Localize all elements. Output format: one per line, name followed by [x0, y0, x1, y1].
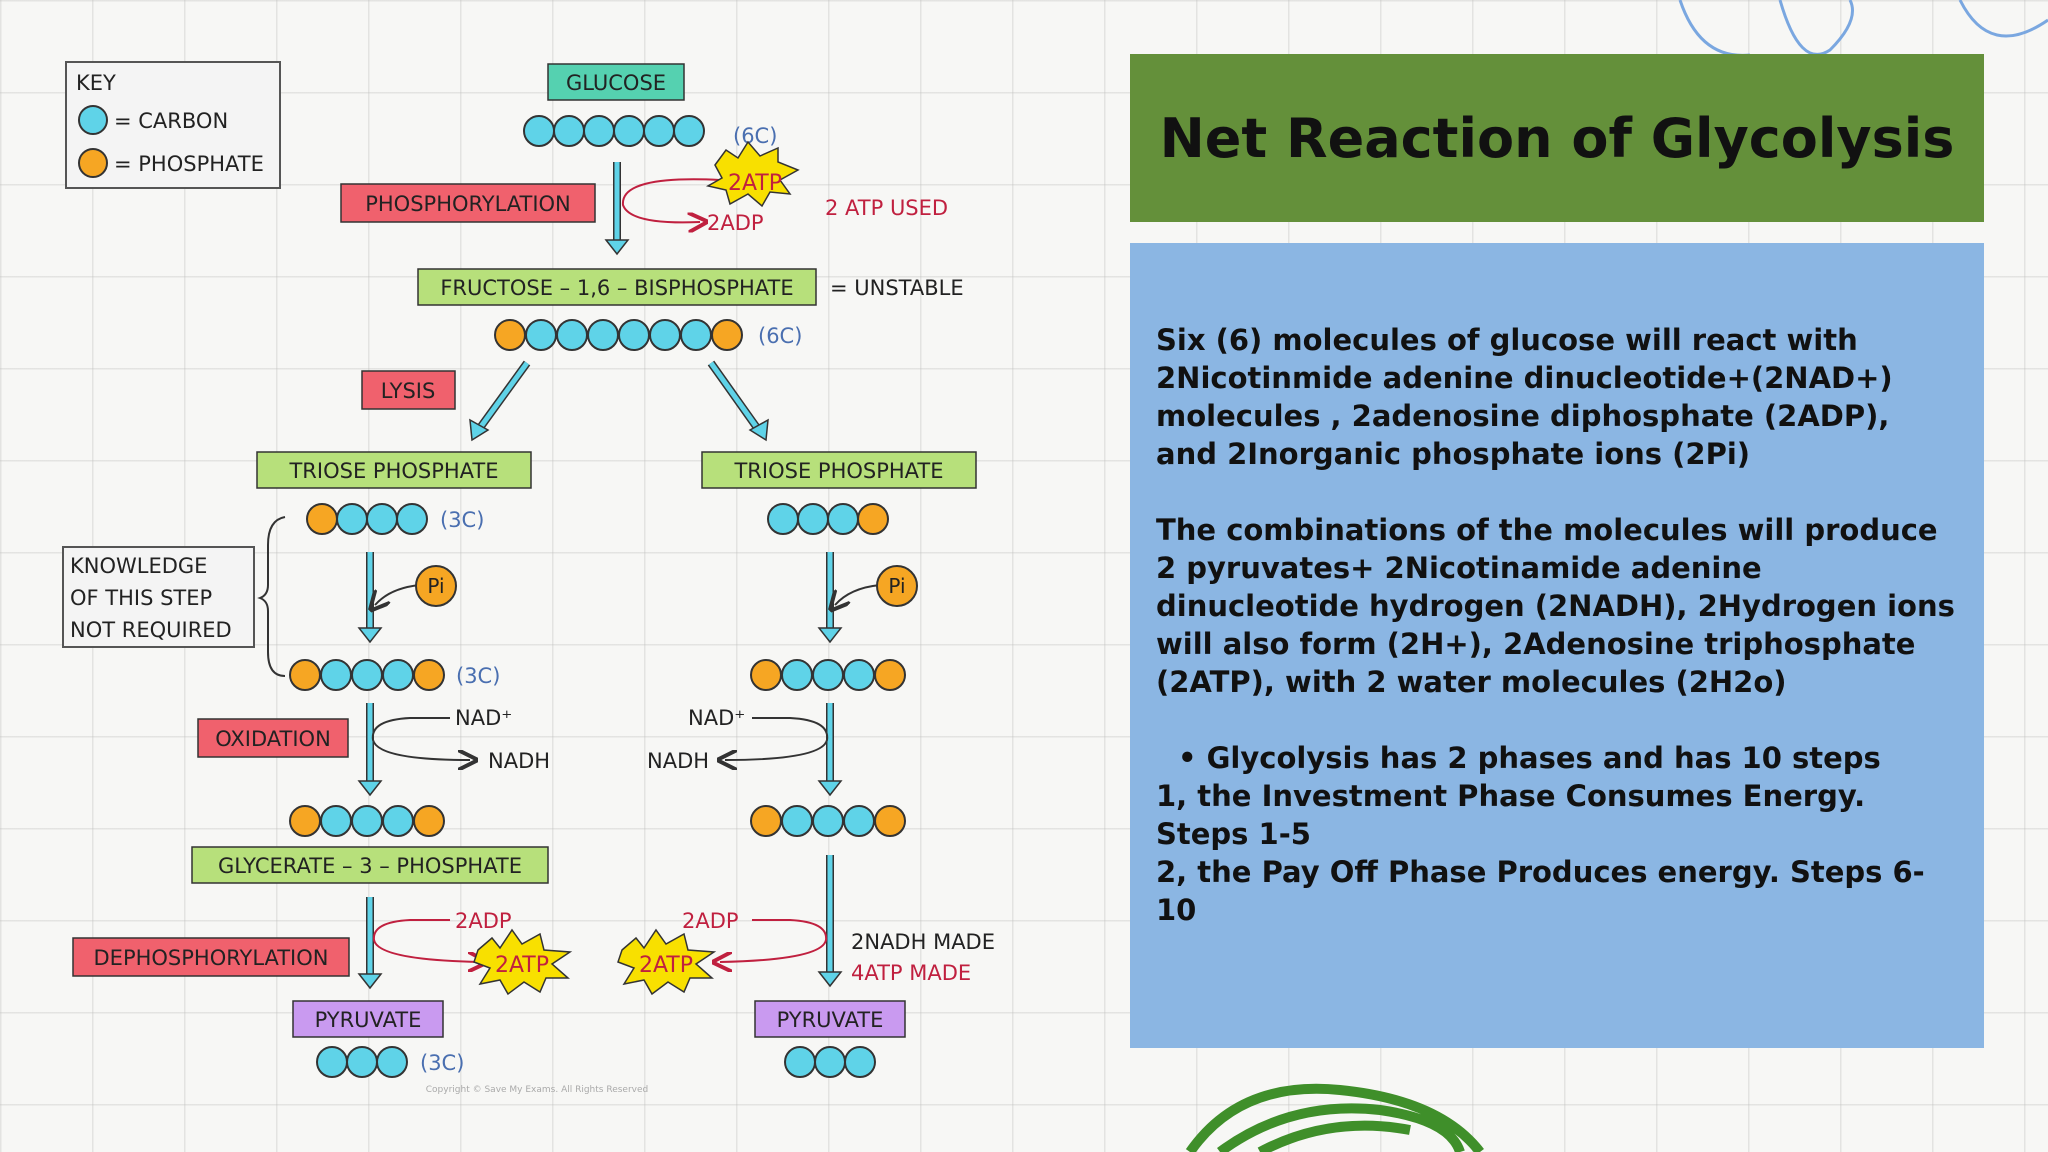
adp-top-label: 2ADP — [707, 211, 764, 235]
atp-burst-left-label: 2ATP — [495, 953, 549, 978]
atp-burst-left — [473, 928, 573, 996]
title-banner: Net Reaction of Glycolysis — [1130, 54, 1984, 222]
nadh-left-label: NADH — [488, 749, 550, 773]
page-title: Net Reaction of Glycolysis — [1159, 106, 1955, 170]
glycolysis-diagram: KEY = CARBON = PHOSPHATE GLUCOSE (6C) PH… — [62, 61, 995, 1095]
fructose-label-box — [417, 268, 817, 306]
green-scribble-decoration — [1185, 1083, 1484, 1152]
glycerate-right-chain — [750, 805, 906, 837]
glycerate-label-box — [191, 846, 549, 884]
paragraph-products: The combinations of the molecules will p… — [1156, 513, 1955, 699]
phosphate-key-icon — [78, 148, 108, 178]
pyruvate-3c-label: (3C) — [420, 1051, 464, 1075]
atp-cycle-arrow — [621, 178, 721, 222]
carbon-key-icon — [78, 105, 108, 135]
atp-burst-top-label: 2ATP — [728, 171, 782, 196]
key-carbon-label: = CARBON — [114, 109, 228, 133]
phases-block: • Glycolysis has 2 phases and has 10 ste… — [1156, 739, 1958, 929]
knowledge-box — [62, 546, 255, 648]
bisphosphoglycerate-3c-label: (3C) — [456, 664, 500, 688]
triose-right-label-box — [701, 451, 977, 489]
knowledge-line-1: KNOWLEDGE — [70, 554, 207, 578]
knowledge-line-2: OF THIS STEP — [70, 586, 212, 610]
glucose-label-box — [547, 63, 685, 101]
paragraph-reactants: Six (6) molecules of glucose will react … — [1156, 323, 1893, 471]
nad-left-label: NAD⁺ — [455, 706, 512, 730]
glycerate-left-chain — [289, 805, 445, 837]
unstable-label: = UNSTABLE — [830, 276, 964, 300]
triose-right-label: TRIOSE PHOSPHATE — [733, 459, 943, 483]
adp-right-label: 2ADP — [682, 909, 739, 933]
knowledge-line-3: NOT REQUIRED — [70, 618, 232, 642]
key-title: KEY — [76, 71, 116, 95]
nad-cycle-right-arrow — [725, 717, 829, 760]
atp-made-label: 4ATP MADE — [851, 961, 971, 985]
adp-cycle-left-arrow — [372, 919, 480, 962]
knowledge-brace — [257, 516, 286, 677]
pyruvate-left-label-box — [292, 1000, 444, 1038]
pyruvate-left-chain — [316, 1046, 408, 1078]
copyright-note: Copyright © Save My Exams. All Rights Re… — [426, 1085, 648, 1095]
adp-cycle-right-arrow — [720, 919, 828, 962]
glucose-label: GLUCOSE — [566, 71, 666, 95]
oxidation-label-box — [197, 718, 349, 758]
fructose-6c-label: (6C) — [758, 324, 802, 348]
nad-cycle-left-arrow — [371, 717, 470, 760]
pyruvate-left-label: PYRUVATE — [315, 1008, 422, 1032]
atp-burst-right — [617, 928, 717, 996]
glucose-6c-label: (6C) — [733, 124, 777, 148]
triose-left-chain — [306, 503, 428, 535]
glucose-chain — [523, 115, 705, 147]
triose-left-label: TRIOSE PHOSPHATE — [288, 459, 498, 483]
bisphosphoglycerate-left-chain — [289, 659, 445, 691]
nad-right-label: NAD⁺ — [688, 706, 745, 730]
oxidation-label: OXIDATION — [215, 727, 331, 751]
phase-step-2: 2, the Pay Off Phase Produces energy. St… — [1156, 855, 1925, 927]
pyruvate-right-label-box — [754, 1000, 906, 1038]
phase-step-1: 1, the Investment Phase Consumes Energy.… — [1156, 779, 1866, 851]
phosphorylation-label-box — [340, 183, 596, 223]
phosphate-pi-left-icon — [415, 565, 457, 607]
dephosphorylation-label: DEPHOSPHORYLATION — [94, 946, 329, 970]
lysis-label-box — [361, 370, 456, 410]
triose-right-chain — [767, 503, 889, 535]
dephosphorylation-label-box — [72, 937, 350, 977]
pi-right-label: Pi — [888, 574, 905, 598]
atp-burst-top — [705, 140, 800, 208]
phases-bullet: • Glycolysis has 2 phases and has 10 ste… — [1178, 741, 1881, 775]
phosphorylation-label: PHOSPHORYLATION — [365, 192, 571, 216]
atp-burst-right-label: 2ATP — [639, 953, 693, 978]
pyruvate-right-label: PYRUVATE — [777, 1008, 884, 1032]
bisphosphoglycerate-right-chain — [750, 659, 906, 691]
adp-left-label: 2ADP — [455, 909, 512, 933]
nadh-made-label: 2NADH MADE — [851, 930, 995, 954]
triose-left-3c-label: (3C) — [440, 508, 484, 532]
triose-left-label-box — [256, 451, 532, 489]
nadh-right-label: NADH — [647, 749, 709, 773]
lysis-label: LYSIS — [381, 379, 436, 403]
summary-panel: Six (6) molecules of glucose will react … — [1130, 243, 1984, 1048]
phosphate-pi-right-icon — [876, 565, 918, 607]
fructose-chain — [494, 319, 743, 351]
glycerate-label: GLYCERATE – 3 – PHOSPHATE — [218, 854, 522, 878]
pi-left-label: Pi — [427, 574, 444, 598]
atp-used-label: 2 ATP USED — [825, 196, 948, 220]
pyruvate-right-chain — [784, 1046, 876, 1078]
fructose-label: FRUCTOSE – 1,6 – BISPHOSPHATE — [440, 276, 793, 300]
key-phosphate-label: = PHOSPHATE — [114, 152, 264, 176]
